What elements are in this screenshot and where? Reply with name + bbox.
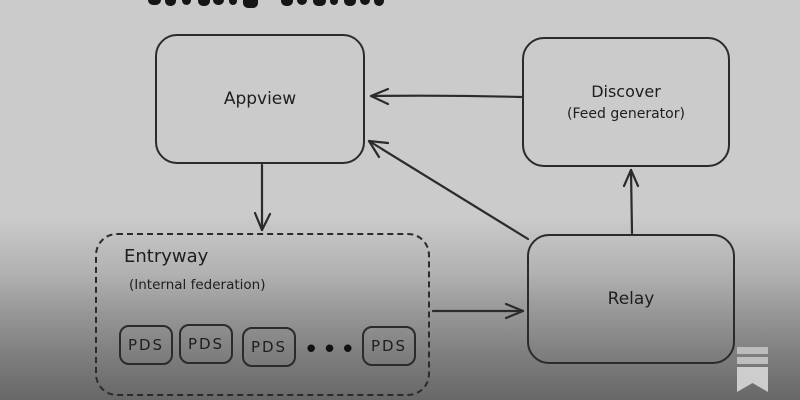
node-pds-4: PDS (362, 326, 416, 366)
substack-logo (737, 347, 768, 392)
node-pds-1: PDS (119, 325, 173, 365)
arrow-discover-to-appview (369, 87, 523, 106)
entryway-sublabel: (Internal federation) (129, 277, 266, 293)
pds-4-label: PDS (370, 337, 408, 355)
pds-2-label: PDS (187, 335, 225, 353)
node-pds-3: PDS (242, 327, 296, 367)
arrow-appview-to-entryway (253, 163, 272, 232)
node-pds-2: PDS (179, 324, 233, 364)
pds-1-label: PDS (127, 336, 165, 354)
node-appview: Appview (155, 34, 365, 164)
pds-3-label: PDS (250, 338, 288, 356)
pds-ellipsis: ••• (303, 335, 359, 365)
appview-label: Appview (223, 89, 297, 109)
node-entryway: Entryway (Internal federation) PDS PDS P… (95, 233, 430, 396)
arrow-relay-to-appview (367, 139, 530, 241)
discover-sublabel: (Feed generator) (567, 106, 685, 122)
node-discover: Discover (Feed generator) (522, 37, 730, 167)
arrow-relay-to-discover (622, 168, 640, 235)
entryway-label: Entryway (124, 246, 209, 267)
node-relay: Relay (527, 234, 735, 364)
arrow-entryway-to-relay (431, 302, 525, 320)
discover-label: Discover (591, 82, 661, 101)
relay-label: Relay (607, 289, 655, 309)
